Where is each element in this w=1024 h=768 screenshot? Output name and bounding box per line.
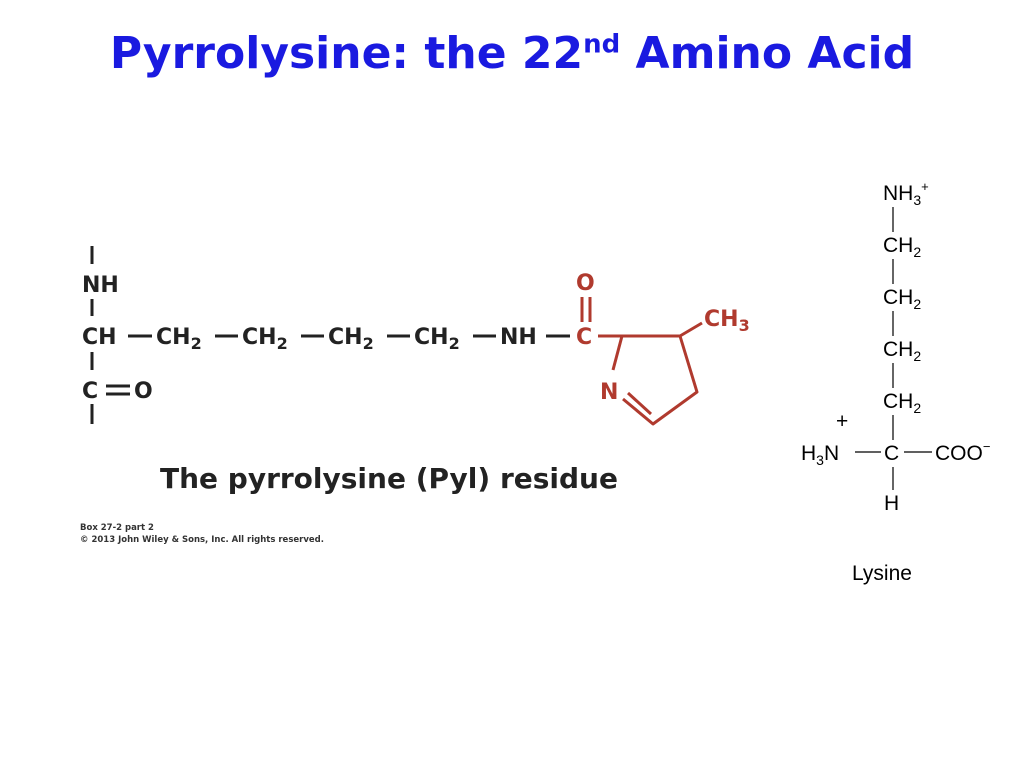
bond-ring-n	[611, 335, 624, 371]
ch2-label-4: CH2	[414, 325, 460, 353]
slide-title: Pyrrolysine: the 22nd Amino Acid	[0, 28, 1024, 79]
ring-double-bond	[626, 391, 653, 416]
ch2-label-3: CH2	[328, 325, 374, 353]
h3n-label: H3N	[801, 442, 839, 468]
pyl-caption: The pyrrolysine (Pyl) residue	[160, 462, 618, 495]
ring-n-label: N	[600, 380, 618, 405]
title-main: Pyrrolysine: the 22	[109, 28, 584, 79]
lysine-name: Lysine	[852, 562, 912, 585]
amide-c-label: C	[576, 325, 592, 350]
lys-ch2-4: CH2	[883, 390, 921, 416]
bond-methyl	[679, 321, 703, 338]
nh3-label: NH3+	[883, 179, 929, 208]
lys-ch2-3: CH2	[883, 338, 921, 364]
carbonyl-c-label: C	[82, 379, 98, 404]
carbonyl-o-label: O	[134, 379, 153, 404]
title-superscript: nd	[583, 29, 621, 60]
alpha-ch-label: CH	[82, 325, 117, 350]
alpha-c-label: C	[884, 442, 899, 465]
amide-o-label: O	[576, 271, 595, 296]
coo-label: COO−	[935, 439, 990, 465]
ch2-label-2: CH2	[242, 325, 288, 353]
amine-plus: +	[836, 410, 848, 433]
credit-line-1: Box 27-2 part 2	[80, 523, 154, 533]
nh-amide-label: NH	[500, 325, 537, 350]
ch3-label: CH3	[704, 307, 750, 335]
pyrroline-ring	[622, 334, 699, 426]
lys-ch2-1: CH2	[883, 234, 921, 260]
credit-line-2: © 2013 John Wiley & Sons, Inc. All right…	[80, 535, 324, 545]
lysine-structure: NH3+ CH2 CH2 CH2 CH2 + H3N C COO− H Lysi…	[801, 179, 990, 585]
nh-label: NH	[82, 273, 119, 298]
title-rest: Amino Acid	[620, 28, 915, 79]
lys-ch2-2: CH2	[883, 286, 921, 312]
alpha-h-label: H	[884, 492, 899, 515]
ch2-label-1: CH2	[156, 325, 202, 353]
pyrrolysine-structure: NH CH CH2 CH2 CH2 CH2 NH C O O C N CH3 T…	[80, 246, 750, 545]
